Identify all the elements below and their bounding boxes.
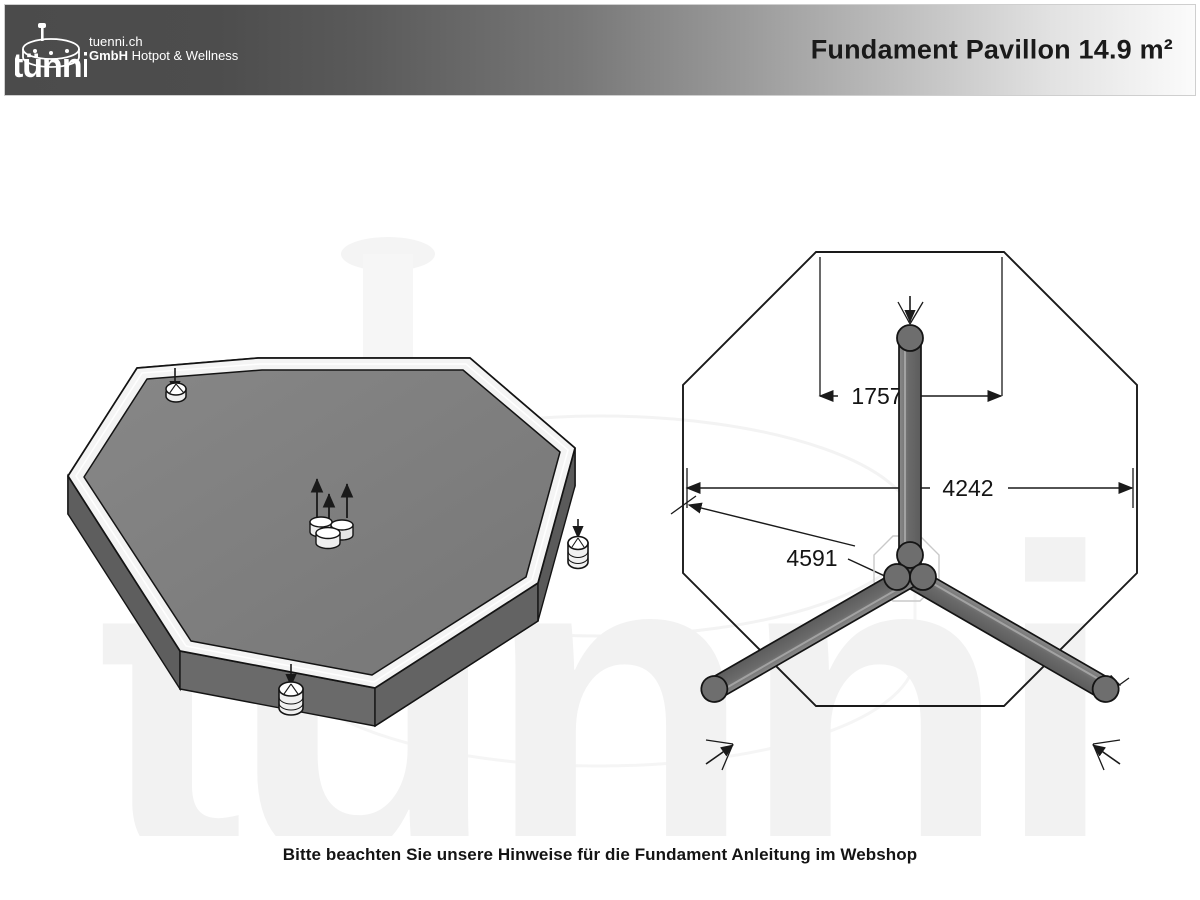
octagon-outline: [682, 251, 1138, 707]
svg-text:tünni: tünni: [15, 47, 87, 83]
hottub-logo-icon: tünni: [12, 21, 91, 85]
footer-note: Bitte beachten Sie unsere Hinweise für d…: [282, 845, 918, 864]
hub-circle: [883, 563, 911, 591]
hub-circle: [896, 541, 924, 569]
edge-support-pad-upper-left: [165, 368, 187, 403]
pavilion-beam-plan-view: 1757 4242 4591: [670, 251, 1138, 771]
logo-company-line: GmbH Hotpot & Wellness: [89, 47, 239, 63]
page-title: Fundament Pavillon 14.9 m²: [810, 34, 1173, 65]
dimension-4591-label: 4591: [786, 545, 837, 571]
page-header: tünni tuenni.ch GmbH Hotpot & Wellness F…: [4, 4, 1196, 96]
beam-end-pad: [700, 675, 729, 703]
dimension-4242-label: 4242: [942, 475, 993, 501]
pad-cylinder: [315, 526, 341, 550]
hub-circle: [909, 563, 937, 591]
beam-vertical: [896, 296, 924, 572]
logo-tagline: Hotpot & Wellness: [128, 47, 239, 63]
brand-logo: tünni tuenni.ch GmbH Hotpot & Wellness: [12, 21, 245, 85]
logo-text-block: tuenni.ch GmbH Hotpot & Wellness: [89, 35, 238, 62]
edge-support-pad-bottom: [278, 664, 304, 716]
dimension-1757: 1757: [818, 257, 1003, 409]
beam-end-pad: [896, 324, 924, 352]
dimension-4242: 4242: [685, 468, 1134, 508]
octagonal-foundation-slab-isometric: [67, 357, 589, 728]
edge-support-pad-right: [567, 519, 589, 570]
beam-end-pad: [1091, 675, 1120, 703]
logo-domain: tuenni.ch: [89, 34, 143, 49]
dimension-1757-label: 1757: [851, 383, 902, 409]
technical-drawing-canvas: tünni: [0, 96, 1200, 836]
logo-gmbh: GmbH: [89, 47, 128, 63]
center-hub: [883, 541, 937, 591]
center-support-pads: [309, 478, 354, 550]
